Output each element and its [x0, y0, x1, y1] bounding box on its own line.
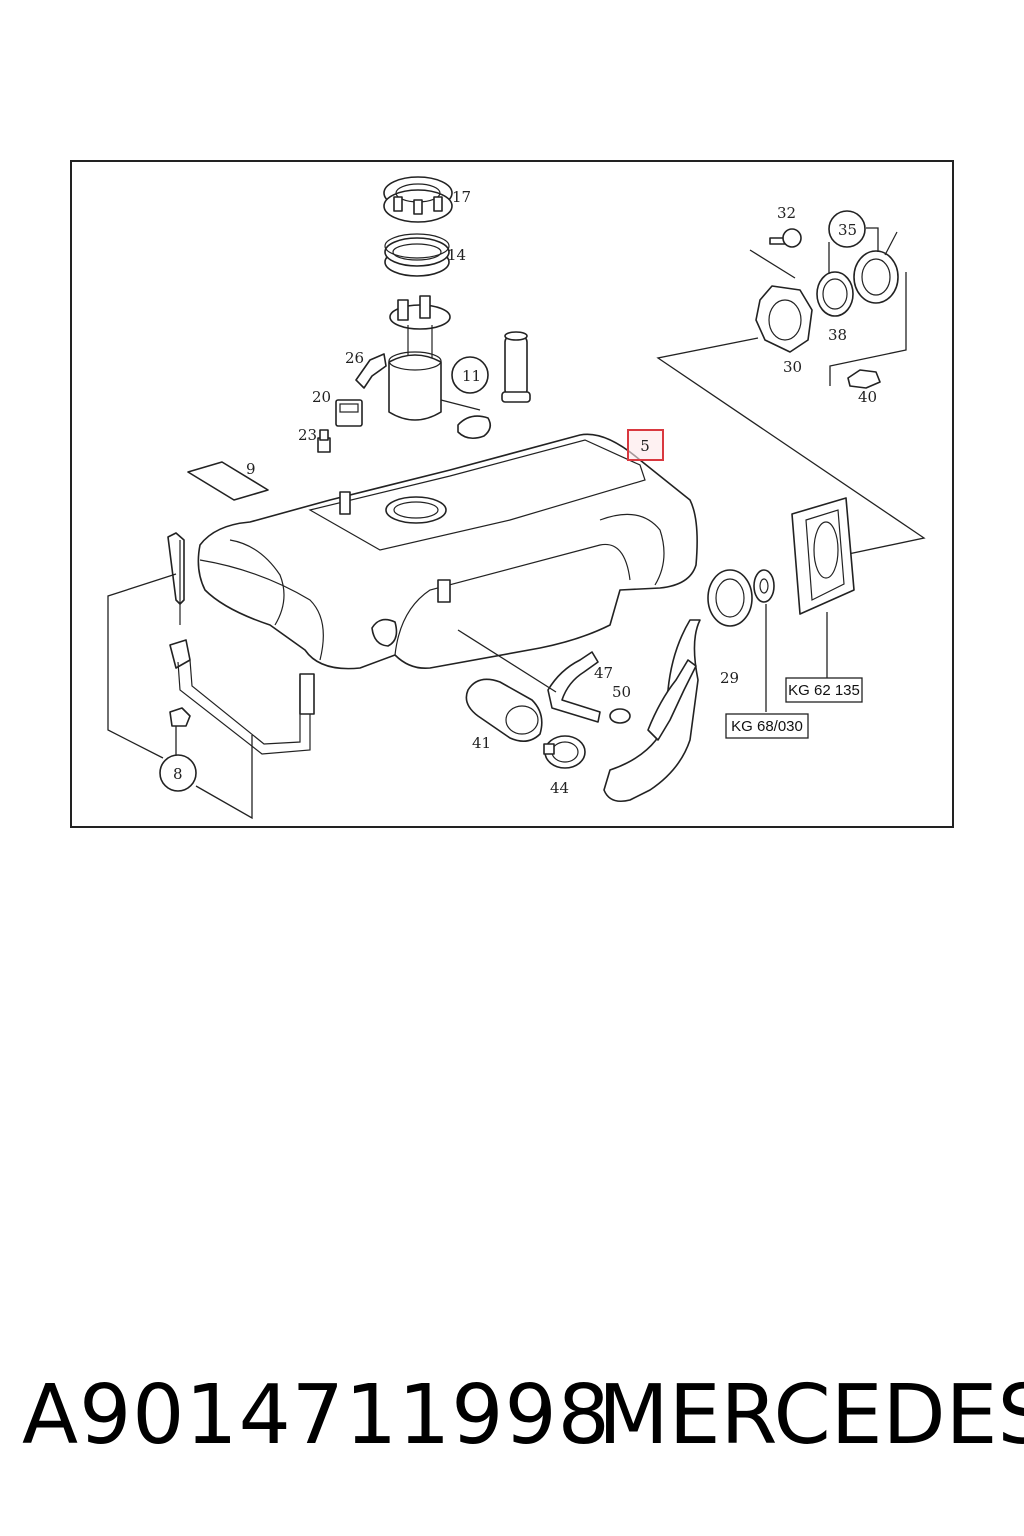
callout-14: 14: [447, 246, 466, 264]
part-38-seal[interactable]: [816, 271, 854, 317]
part-5-fuel-tank[interactable]: [197, 433, 698, 670]
leader-30-to-tank: [656, 337, 926, 561]
callout-50: 50: [612, 683, 631, 701]
callout-circle-35: [828, 210, 866, 248]
leader-32: [749, 249, 796, 279]
part-23-screw[interactable]: [317, 429, 331, 453]
part-44-hose-clamp[interactable]: [543, 735, 586, 769]
ref-box-kg68030[interactable]: [725, 713, 809, 739]
callout-30: 30: [783, 358, 802, 376]
brand-name: MERCEDES: [598, 1368, 1024, 1463]
ref-kg62135: KG 62 135: [788, 682, 860, 699]
part-kg62135-cover[interactable]: [791, 497, 855, 615]
callout-38: 38: [828, 326, 847, 344]
callout-9: 9: [246, 460, 256, 478]
part-35-filler-cap[interactable]: [853, 231, 899, 304]
part-11-fuel-pump-module[interactable]: [388, 295, 531, 440]
leader-8-lower: [195, 735, 253, 820]
caption: A9014711998 MERCEDES: [0, 1368, 1024, 1478]
part-17-locking-ring[interactable]: [383, 176, 453, 223]
part-8-tank-straps[interactable]: [167, 532, 315, 755]
leader-35-right: [866, 227, 879, 252]
part-26-wiring-clip[interactable]: [355, 353, 387, 389]
washer: [753, 569, 775, 603]
callout-17: 17: [452, 188, 471, 206]
callout-23: 23: [298, 426, 317, 444]
callout-11: 11: [462, 367, 481, 385]
callout-29: 29: [720, 669, 739, 687]
callout-41: 41: [472, 734, 491, 752]
highlight-box-part-5[interactable]: [627, 429, 664, 461]
callout-32: 32: [777, 204, 796, 222]
part-32-bolt[interactable]: [769, 228, 802, 248]
callout-35: 35: [838, 221, 857, 239]
callout-26: 26: [345, 349, 364, 367]
part-20-connector[interactable]: [335, 399, 363, 427]
part-29-filler-pipe[interactable]: [603, 569, 753, 803]
part-47-hose[interactable]: [547, 651, 601, 723]
ref-box-kg62135[interactable]: [785, 677, 863, 703]
part-50-clamp[interactable]: [609, 708, 631, 724]
callout-circle-11: [451, 356, 489, 394]
callout-47: 47: [594, 664, 613, 682]
leader-40: [829, 272, 907, 386]
callout-40: 40: [858, 388, 877, 406]
part-41-hose[interactable]: [465, 678, 543, 742]
leader-8-upper: [107, 573, 177, 759]
callout-8: 8: [173, 765, 183, 783]
callout-5: 5: [640, 437, 650, 455]
part-9-pad[interactable]: [187, 461, 269, 501]
part-14-seal-ring[interactable]: [384, 233, 450, 277]
callout-44: 44: [550, 779, 569, 797]
ref-kg68030: KG 68/030: [731, 718, 803, 735]
callout-circle-8: [159, 754, 197, 792]
callout-20: 20: [312, 388, 331, 406]
leader-47: [457, 629, 557, 693]
part-40-clip[interactable]: [847, 369, 881, 389]
part-number: A9014711998: [22, 1368, 611, 1463]
part-30-filler-flange[interactable]: [755, 285, 813, 353]
